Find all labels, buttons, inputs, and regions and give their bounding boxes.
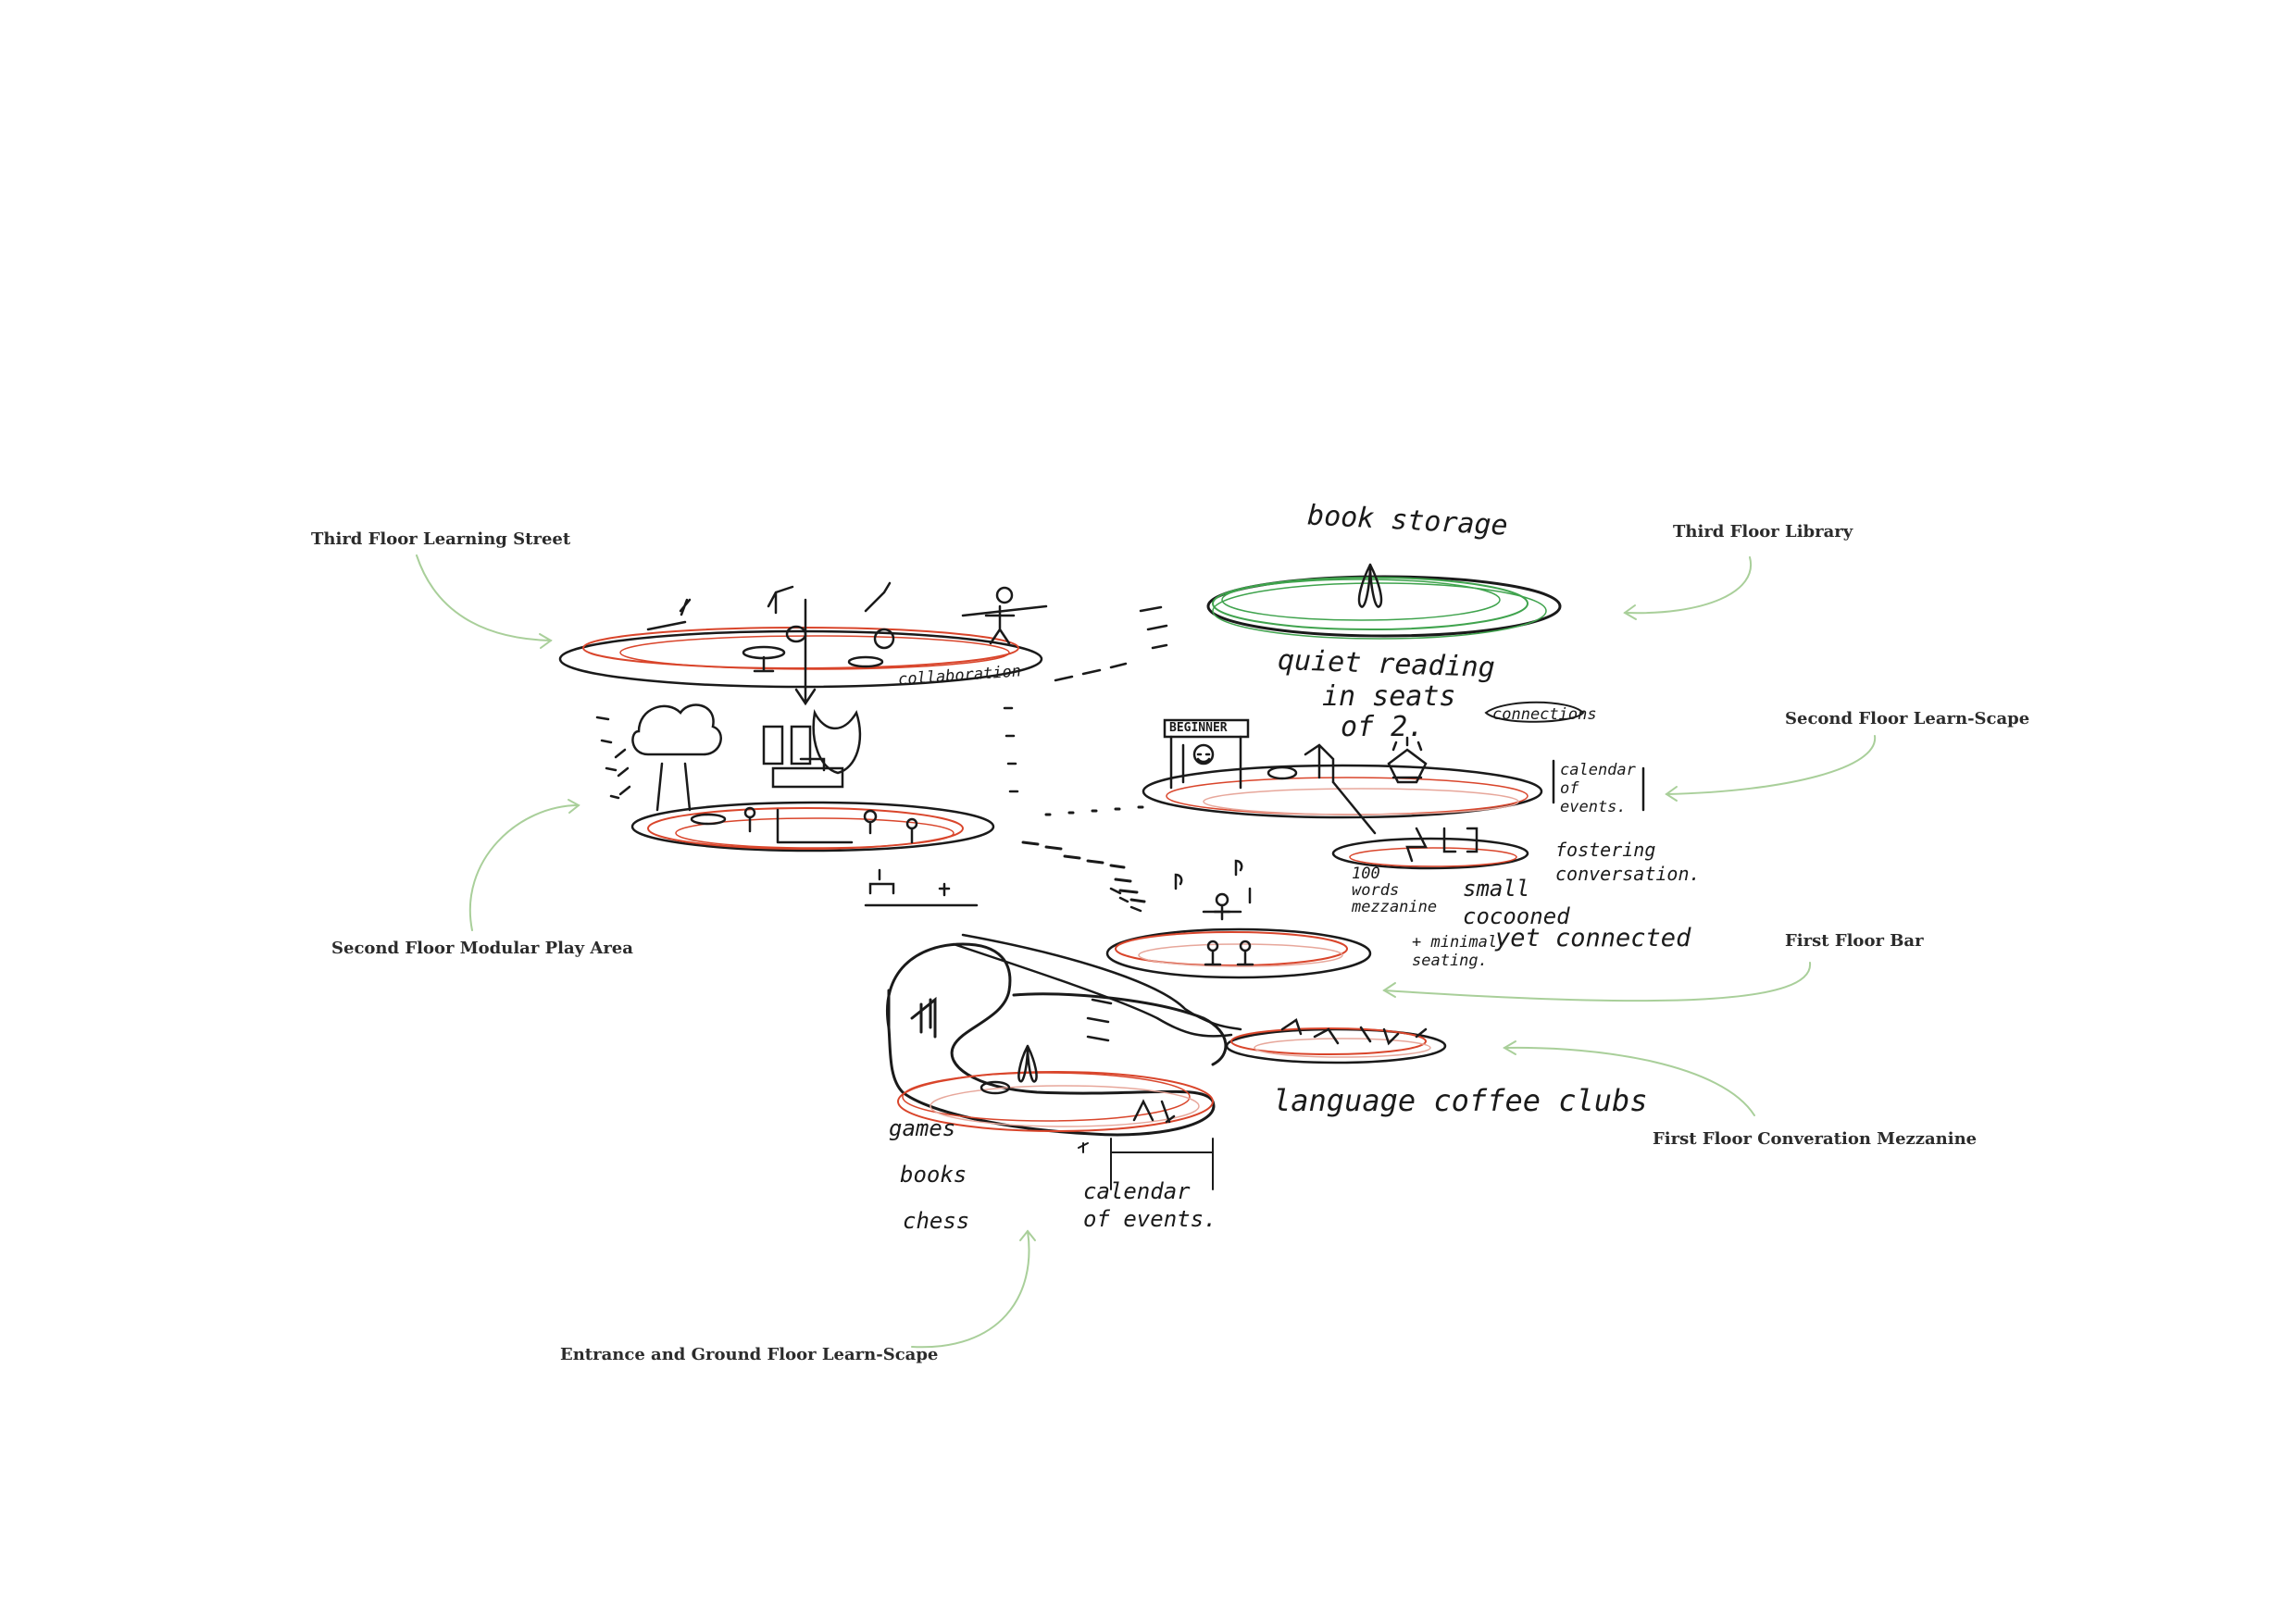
connections-bubble — [1484, 701, 1585, 723]
note-connections: connections — [1492, 705, 1597, 724]
leader-second-floor-learn-scape — [1666, 735, 1877, 795]
note-small-cocooned: small cocooned — [1463, 876, 1570, 929]
learn-scape-disc — [1142, 764, 1543, 819]
note-games: games — [889, 1115, 956, 1141]
calendar-lower-bracket — [1078, 1138, 1214, 1190]
library-disc — [1206, 575, 1562, 640]
bar-stools — [1204, 940, 1254, 966]
note-calendar-of-events-upper: calendar of events. — [1560, 761, 1636, 816]
library-figure — [1357, 563, 1383, 608]
learn-scape-figures — [1163, 718, 1428, 835]
label-second-floor-modular-play-area: Second Floor Modular Play Area — [331, 939, 633, 958]
callout-leaders — [416, 554, 1877, 1349]
third-floor-figures — [646, 581, 1048, 673]
label-entrance-ground-floor: Entrance and Ground Floor Learn-Scape — [560, 1345, 939, 1364]
note-in-seats: in seats — [1322, 680, 1456, 713]
ground-floor-shape — [886, 942, 1228, 1137]
mezzanine-chairs — [1280, 1018, 1428, 1046]
note-hundred-words-mezzanine: 100 words mezzanine — [1352, 865, 1438, 916]
play-area-sketch — [614, 703, 862, 812]
note-books: books — [900, 1162, 967, 1188]
note-chess: chess — [903, 1208, 970, 1234]
label-third-floor-library: Third Floor Library — [1673, 522, 1853, 541]
leader-first-floor-bar — [1383, 962, 1812, 1002]
connector-dashes — [1021, 805, 1146, 903]
down-arrow — [794, 598, 817, 706]
note-language-coffee-clubs: language coffee clubs — [1273, 1083, 1648, 1118]
label-third-floor-learning-street: Third Floor Learning Street — [311, 529, 571, 549]
note-beginner: BEGINNER — [1169, 721, 1228, 735]
leader-second-floor-modular-play — [468, 804, 580, 931]
label-first-floor-bar: First Floor Bar — [1785, 931, 1924, 951]
note-yet-connected: yet connected — [1495, 924, 1691, 952]
hundred-words-chairs — [1405, 827, 1479, 863]
play-disc-figures — [690, 806, 918, 844]
label-first-floor-conversation-mezzanine: First Floor Converation Mezzanine — [1653, 1129, 1978, 1149]
ramp — [952, 933, 1242, 1042]
bar-area-sketch — [864, 859, 1252, 921]
bar-disc — [1105, 927, 1372, 979]
leader-first-floor-mezzanine — [1504, 1046, 1755, 1116]
note-fostering-conversation: fostering conversation. — [1555, 839, 1701, 885]
mezzanine-disc — [1225, 1027, 1447, 1064]
note-of-two: of 2. — [1341, 711, 1425, 743]
ground-floor-red-rings — [897, 1071, 1214, 1132]
note-calendar-of-events-lower: calendar of events. — [1083, 1178, 1217, 1232]
stack-edges — [595, 605, 1168, 800]
leader-entrance-ground-floor — [911, 1230, 1030, 1349]
hundred-words-disc — [1331, 837, 1529, 870]
leader-third-floor-library — [1624, 556, 1753, 615]
note-minimal-seating: + minimal seating. — [1412, 933, 1498, 970]
ground-floor-figures — [980, 1044, 1176, 1124]
label-second-floor-learn-scape: Second Floor Learn-Scape — [1785, 709, 2030, 728]
second-floor-play-disc — [630, 801, 995, 853]
calendar-bracket — [1552, 759, 1645, 812]
leader-third-floor-learning-street — [416, 554, 552, 641]
